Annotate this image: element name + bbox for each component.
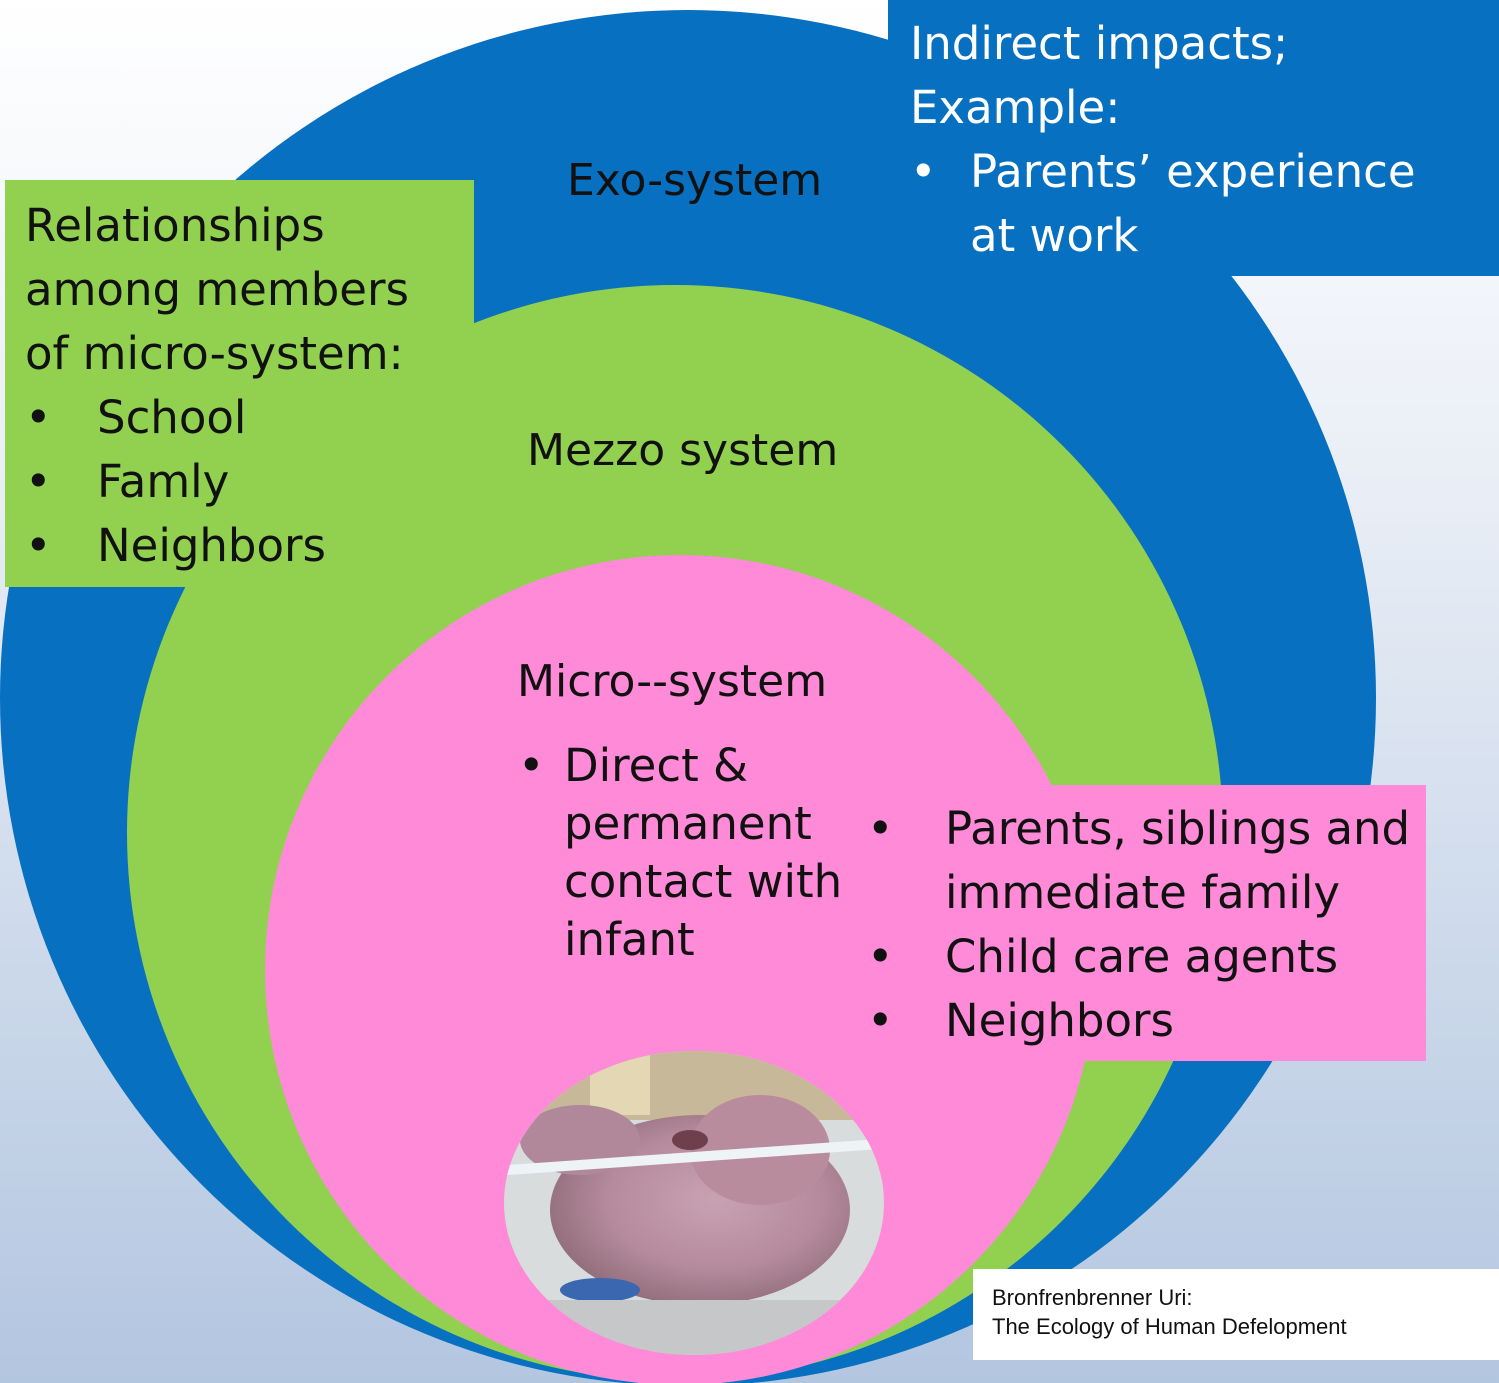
list-item: •Parents, siblings and: [867, 797, 1410, 861]
micro-system-label: Micro--system: [517, 656, 828, 707]
list-item: •Parents’ experience: [910, 140, 1416, 204]
bullet-icon: •: [25, 519, 52, 572]
citation-author: Bronfrenbrenner Uri:: [992, 1285, 1193, 1310]
micro-system-description: Direct & permanent contact with infant: [564, 739, 843, 966]
mezzo-heading-line: among members: [25, 263, 409, 316]
mezzo-system-list: •School •Famly •Neighbors: [25, 386, 326, 578]
bullet-icon: •: [25, 391, 52, 444]
citation-box: Bronfrenbrenner Uri: The Ecology of Huma…: [973, 1269, 1499, 1360]
list-item: •Neighbors: [867, 989, 1410, 1053]
exo-heading-line: Indirect impacts;: [910, 17, 1289, 70]
bullet-icon: •: [518, 739, 545, 792]
mezzo-system-heading: Relationships among members of micro-sys…: [25, 194, 409, 386]
list-item: •Neighbors: [25, 514, 326, 578]
list-item: •Famly: [25, 450, 326, 514]
micro-system-circle: [265, 555, 1095, 1383]
mezzo-system-label: Mezzo system: [527, 425, 839, 476]
bullet-icon: •: [867, 930, 894, 983]
exo-heading-line: Example:: [910, 81, 1121, 134]
mezzo-heading-line: Relationships: [25, 199, 325, 252]
bullet-icon: •: [867, 994, 894, 1047]
bullet-icon: •: [910, 145, 937, 198]
exo-system-heading: Indirect impacts; Example:: [910, 12, 1288, 140]
micro-system-list: •Parents, siblings and immediate family …: [867, 797, 1410, 1053]
citation-title: The Ecology of Human Defelopment: [992, 1314, 1347, 1339]
mezzo-heading-line: of micro-system:: [25, 327, 404, 380]
exo-system-textbox: Indirect impacts; Example: •Parents’ exp…: [888, 0, 1499, 276]
micro-system-textbox: •Parents, siblings and immediate family …: [847, 785, 1426, 1061]
list-item: •Child care agents: [867, 925, 1410, 989]
micro-system-bullet: • Direct & permanent contact with infant: [518, 737, 844, 969]
list-item: immediate family: [945, 866, 1341, 919]
list-item: at work: [970, 209, 1139, 262]
bullet-icon: •: [25, 455, 52, 508]
bullet-icon: •: [867, 802, 894, 855]
mezzo-system-textbox: Relationships among members of micro-sys…: [5, 180, 474, 587]
exo-system-label: Exo-system: [567, 155, 823, 206]
exo-system-list: •Parents’ experience at work: [910, 140, 1416, 268]
list-item: •School: [25, 386, 326, 450]
